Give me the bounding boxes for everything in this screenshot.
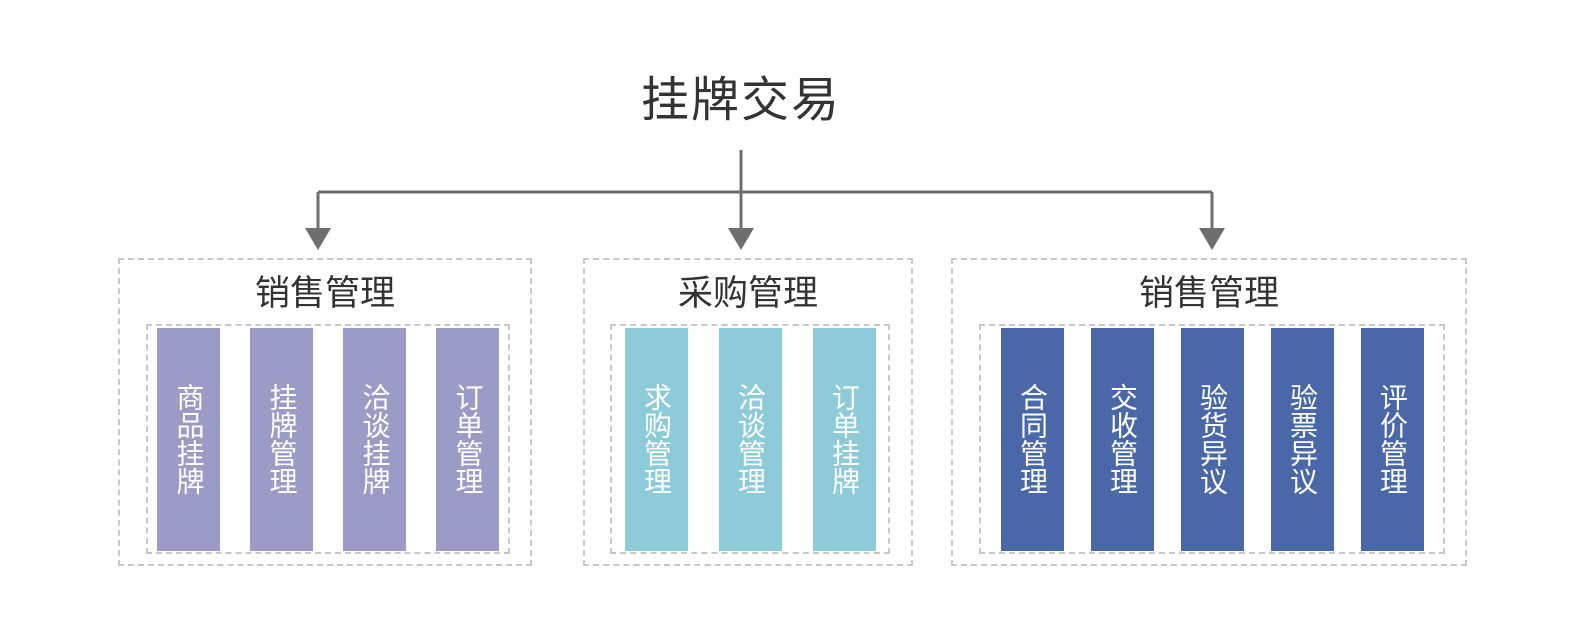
bar-frame-3: 合同管理 交收管理 验货异议 验票异议 评价管理 (979, 324, 1445, 554)
item-bar-2-1[interactable]: 求购管理 (624, 327, 688, 551)
item-label-2-3: 订单挂牌 (828, 383, 861, 495)
group-title-3: 销售管理 (1138, 274, 1279, 314)
item-label-1-1: 商品挂牌 (172, 383, 206, 495)
bar-frame-1: 商品挂牌 挂牌管理 洽谈挂牌 订单管理 (146, 324, 510, 554)
item-bar-2-3[interactable]: 订单挂牌 (812, 327, 876, 551)
item-label-3-4: 验票异议 (1286, 383, 1319, 495)
bar-frame-2: 求购管理 洽谈管理 订单挂牌 (610, 324, 890, 554)
item-label-3-5: 评价管理 (1376, 383, 1409, 495)
item-bar-3-2[interactable]: 交收管理 (1090, 327, 1154, 551)
item-bar-1-2[interactable]: 挂牌管理 (250, 327, 313, 551)
item-bar-3-3[interactable]: 验货异议 (1180, 327, 1244, 551)
item-label-1-3: 洽谈挂牌 (358, 383, 392, 495)
group-title-1: 销售管理 (254, 274, 395, 314)
item-bar-3-1[interactable]: 合同管理 (1000, 327, 1064, 551)
item-label-1-4: 订单管理 (451, 383, 485, 495)
item-label-3-2: 交收管理 (1106, 383, 1139, 495)
item-bar-1-1[interactable]: 商品挂牌 (157, 327, 220, 551)
item-label-3-3: 验货异议 (1196, 383, 1229, 495)
item-label-3-1: 合同管理 (1016, 383, 1049, 495)
item-label-2-1: 求购管理 (640, 383, 673, 495)
arrowhead-center-icon (728, 228, 754, 250)
item-bar-1-3[interactable]: 洽谈挂牌 (343, 327, 406, 551)
item-bar-3-4[interactable]: 验票异议 (1270, 327, 1334, 551)
item-bar-1-4[interactable]: 订单管理 (436, 327, 499, 551)
page-title: 挂牌交易 (640, 72, 841, 128)
group-box-3[interactable]: 销售管理 合同管理 交收管理 验货异议 验票异议 评价管理 (951, 258, 1467, 566)
group-box-1[interactable]: 销售管理 商品挂牌 挂牌管理 洽谈挂牌 订单管理 (118, 258, 532, 566)
arrowhead-right-icon (1199, 228, 1225, 250)
item-label-1-2: 挂牌管理 (265, 383, 299, 495)
item-label-2-2: 洽谈管理 (734, 383, 767, 495)
group-box-2[interactable]: 采购管理 求购管理 洽谈管理 订单挂牌 (583, 258, 913, 566)
group-title-2: 采购管理 (677, 274, 818, 314)
arrowhead-left-icon (305, 228, 331, 250)
item-bar-2-2[interactable]: 洽谈管理 (718, 327, 782, 551)
item-bar-3-5[interactable]: 评价管理 (1360, 327, 1424, 551)
